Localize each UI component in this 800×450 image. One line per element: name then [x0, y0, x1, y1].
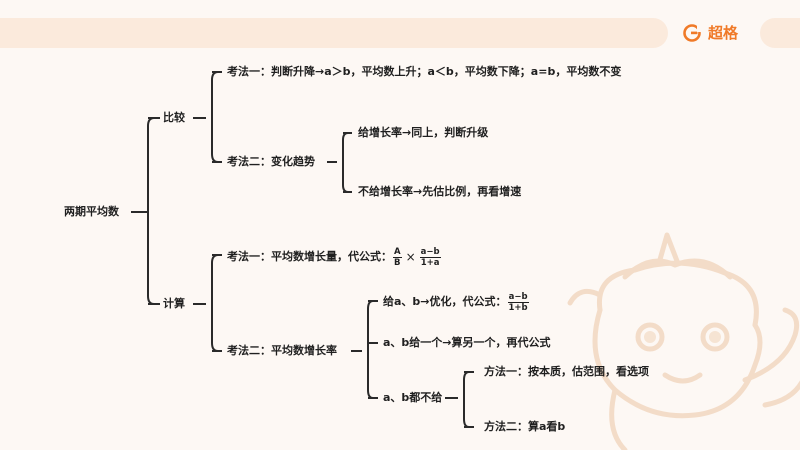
fraction-numerator: a−b [507, 291, 529, 303]
top-banner-tab [760, 18, 800, 48]
calc-bracket [211, 254, 219, 352]
compare-bracket [211, 71, 219, 163]
formula-fraction-A-over-B: A B [393, 247, 402, 268]
fraction-numerator: a−b [419, 246, 441, 258]
compare-node: 比较 [163, 111, 185, 124]
compare-m2-bracket [342, 132, 349, 193]
compare-method1: 考法一：判断升降→a＞b，平均数上升；a＜b，平均数下降；a=b，平均数不变 [227, 65, 622, 78]
calc-node: 计算 [163, 297, 185, 310]
fraction-denominator: 1+b [508, 302, 528, 313]
compare-m2-given: 给增长率→同上，判断升级 [358, 126, 489, 139]
option3-way1: 方法一：按本质，估范围，看选项 [484, 365, 649, 378]
compare-method2: 考法二：变化趋势 [227, 155, 315, 168]
root-bracket [147, 117, 155, 305]
fraction-numerator: A [393, 246, 402, 258]
calc-m2-option2: a、b给一个→算另一个，再代公式 [383, 336, 551, 349]
calc-m2-option1: 给a、b→优化，代公式： a−b 1+b [383, 291, 530, 313]
times-sign: × [405, 250, 416, 264]
calc-method2: 考法二：平均数增长率 [227, 344, 337, 357]
root-node: 两期平均数 [64, 205, 119, 218]
top-banner [0, 18, 668, 48]
calc-m2-option3: a、b都不给 [383, 391, 443, 404]
option3-way2: 方法二：算a看b [484, 420, 566, 433]
mascot-watermark [567, 232, 800, 450]
logo-icon [683, 24, 702, 42]
option3-bracket [463, 371, 470, 428]
formula-fraction-growth: a−b 1+a [419, 246, 441, 268]
option1-text: 给a、b→优化，代公式： [383, 295, 507, 308]
calc-method1: 考法一：平均数增长量，代公式： A B × a−b 1+a [227, 246, 442, 268]
fraction-denominator: B [394, 257, 401, 268]
formula-fraction-rate: a−b 1+b [507, 291, 529, 313]
brand-logo: 超格 [682, 22, 738, 44]
logo-text: 超格 [708, 24, 739, 42]
calc-method1-text: 考法一：平均数增长量，代公式： [227, 250, 392, 263]
fraction-denominator: 1+a [420, 257, 440, 268]
compare-m2-not-given: 不给增长率→先估比例，再看增速 [358, 185, 522, 198]
calc-m2-bracket [367, 300, 374, 399]
